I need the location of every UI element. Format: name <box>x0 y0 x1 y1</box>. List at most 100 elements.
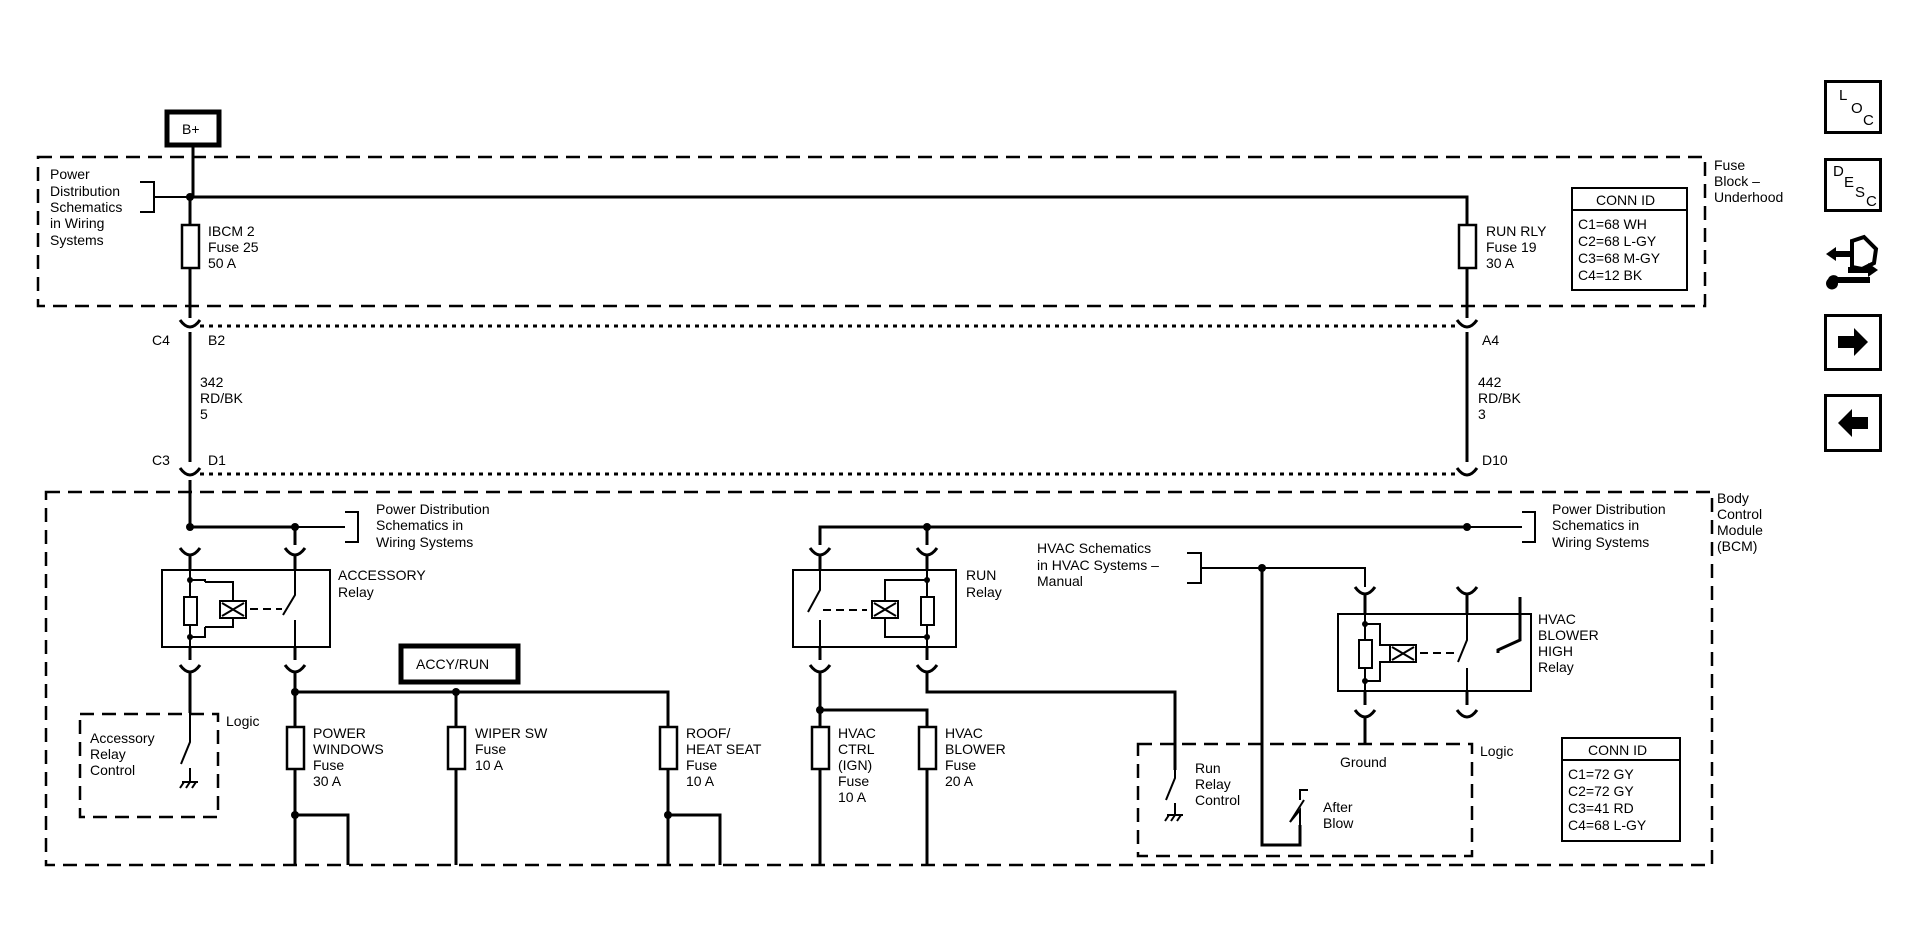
svg-text:Fuse: Fuse <box>686 757 717 773</box>
svg-text:C2=68 L-GY: C2=68 L-GY <box>1578 233 1657 249</box>
next-button[interactable] <box>1824 314 1882 371</box>
svg-text:IBCM 2: IBCM 2 <box>208 223 255 239</box>
desc-letter-c: C <box>1866 193 1877 210</box>
svg-text:Relay: Relay <box>966 584 1002 600</box>
svg-text:Body: Body <box>1717 490 1749 506</box>
svg-text:BLOWER: BLOWER <box>945 741 1006 757</box>
svg-text:Block –: Block – <box>1714 173 1760 189</box>
svg-text:C3=68 M-GY: C3=68 M-GY <box>1578 250 1661 266</box>
svg-text:HVAC Schematics: HVAC Schematics <box>1037 540 1151 556</box>
svg-text:20 A: 20 A <box>945 773 974 789</box>
svg-text:Control: Control <box>1717 506 1762 522</box>
svg-text:Run: Run <box>1195 760 1221 776</box>
svg-text:10 A: 10 A <box>838 789 867 805</box>
fuse-block-name: Fuse Block – Underhood <box>1714 157 1783 205</box>
svg-text:Systems: Systems <box>50 232 104 248</box>
desc-letter-d: D <box>1833 163 1844 180</box>
svg-text:Power Distribution: Power Distribution <box>376 501 490 517</box>
pin-a4: A4 <box>1482 332 1499 348</box>
svg-text:BLOWER: BLOWER <box>1538 627 1599 643</box>
hvac-blower-relay-internals <box>1358 597 1522 691</box>
svg-text:HVAC: HVAC <box>945 725 983 741</box>
pin-d1: D1 <box>208 452 226 468</box>
svg-text:ROOF/: ROOF/ <box>686 725 730 741</box>
svg-text:HVAC: HVAC <box>838 725 876 741</box>
svg-text:342: 342 <box>200 374 224 390</box>
svg-text:RD/BK: RD/BK <box>200 390 243 406</box>
svg-text:C1=68 WH: C1=68 WH <box>1578 216 1647 232</box>
hvac-schematics-ref: HVAC Schematics in HVAC Systems – Manual <box>1037 540 1159 589</box>
hvac-blower-relay-label: HVAC BLOWER HIGH Relay <box>1538 611 1599 675</box>
wire-342-label: 342 RD/BK 5 <box>200 374 243 422</box>
connector-c4: C4 <box>152 332 170 348</box>
svg-text:Fuse: Fuse <box>313 757 344 773</box>
accy-run-box <box>398 643 521 685</box>
desc-button[interactable]: D E S C <box>1824 158 1882 212</box>
connector-c3: C3 <box>152 452 170 468</box>
pin-b2: B2 <box>208 332 225 348</box>
svg-text:C4=68 L-GY: C4=68 L-GY <box>1568 817 1647 833</box>
svg-text:Relay: Relay <box>1538 659 1574 675</box>
svg-text:Accessory: Accessory <box>90 730 155 746</box>
svg-text:Fuse: Fuse <box>1714 157 1745 173</box>
svg-text:After: After <box>1323 799 1353 815</box>
svg-text:CTRL: CTRL <box>838 741 875 757</box>
svg-text:442: 442 <box>1478 374 1502 390</box>
svg-text:Underhood: Underhood <box>1714 189 1783 205</box>
svg-text:(BCM): (BCM) <box>1717 538 1757 554</box>
svg-text:Schematics: Schematics <box>50 199 122 215</box>
svg-text:RUN RLY: RUN RLY <box>1486 223 1547 239</box>
svg-text:30 A: 30 A <box>1486 255 1515 271</box>
conn-id-table-fuse-block: CONN ID C1=68 WH C2=68 L-GY C3=68 M-GY C… <box>1571 187 1688 291</box>
prev-button[interactable] <box>1824 394 1882 452</box>
svg-text:Relay: Relay <box>338 584 374 600</box>
svg-text:C2=72 GY: C2=72 GY <box>1568 783 1634 799</box>
svg-text:ACCESSORY: ACCESSORY <box>338 567 426 583</box>
svg-text:in Wiring: in Wiring <box>50 215 104 231</box>
logic-left-label: Logic <box>226 713 259 729</box>
svg-text:RUN: RUN <box>966 567 996 583</box>
desc-letter-s: S <box>1855 184 1866 201</box>
svg-text:Relay: Relay <box>1195 776 1231 792</box>
accessory-relay-control-label: Accessory Relay Control <box>90 730 155 778</box>
fuse-roof-heat-seat <box>658 725 679 771</box>
svg-text:30 A: 30 A <box>313 773 342 789</box>
fuse-hvac-blower <box>917 725 938 771</box>
run-relay-control-label: Run Relay Control <box>1195 760 1240 808</box>
svg-text:Fuse: Fuse <box>475 741 506 757</box>
loc-letter-o: O <box>1851 100 1863 117</box>
svg-text:C4=12 BK: C4=12 BK <box>1578 267 1643 283</box>
fuse-ibcm-2-label: IBCM 2 Fuse 25 50 A <box>208 223 259 271</box>
fuse-run-rly <box>1457 223 1478 270</box>
accessory-logic-box <box>78 712 220 819</box>
accessory-relay-label: ACCESSORY Relay <box>338 567 426 600</box>
arrow-left-icon <box>1838 409 1868 437</box>
fuse-wiper-sw <box>446 725 467 771</box>
svg-text:Fuse 25: Fuse 25 <box>208 239 259 255</box>
b-plus-label: B+ <box>182 121 200 137</box>
svg-text:(IGN): (IGN) <box>838 757 872 773</box>
fuse-hvac-ctrl <box>810 725 831 771</box>
bcm-name: Body Control Module (BCM) <box>1717 490 1763 554</box>
desc-letter-e: E <box>1844 174 1855 191</box>
loc-button[interactable]: L O C <box>1824 80 1882 134</box>
after-blow-label: After Blow <box>1323 799 1354 831</box>
fuse-block-outline <box>36 155 1707 308</box>
fuse-roof-heat-seat-label: ROOF/ HEAT SEAT Fuse 10 A <box>686 725 762 789</box>
wire-442-label: 442 RD/BK 3 <box>1478 374 1521 422</box>
fuse-ibcm-2 <box>180 223 201 270</box>
conn-id-table-bcm: CONN ID C1=72 GY C2=72 GY C3=41 RD C4=68… <box>1561 737 1681 842</box>
pd-ref-bcm-right: Power Distribution Schematics in Wiring … <box>1552 501 1666 550</box>
after-blow-switch <box>1289 789 1308 825</box>
run-relay-internals <box>807 570 935 647</box>
svg-text:WINDOWS: WINDOWS <box>313 741 384 757</box>
svg-text:HEAT SEAT: HEAT SEAT <box>686 741 762 757</box>
connector-wrench-icon[interactable] <box>1824 233 1882 293</box>
fuse-run-rly-label: RUN RLY Fuse 19 30 A <box>1486 223 1547 271</box>
svg-text:Wiring Systems: Wiring Systems <box>376 534 473 550</box>
svg-text:RD/BK: RD/BK <box>1478 390 1521 406</box>
svg-text:3: 3 <box>1478 406 1486 422</box>
pd-ref-fuse-block: Power Distribution Schematics in Wiring … <box>50 166 122 248</box>
fuse-wiper-sw-label: WIPER SW Fuse 10 A <box>475 725 548 773</box>
